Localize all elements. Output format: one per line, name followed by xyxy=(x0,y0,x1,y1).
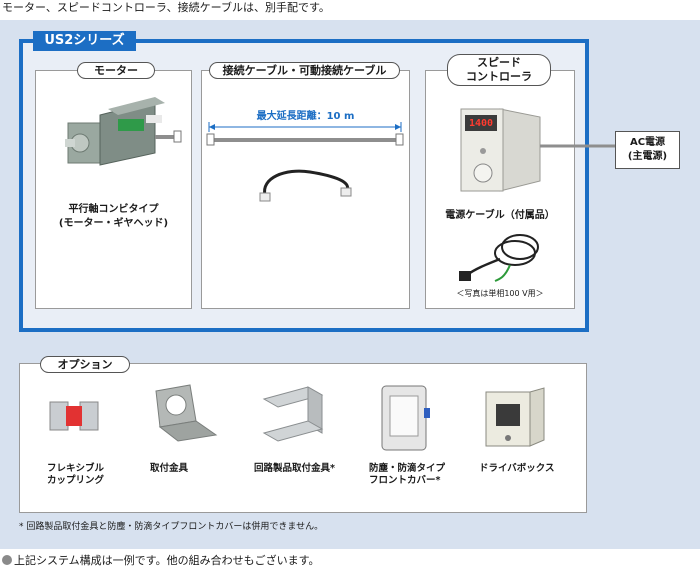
ac-power-line2: (主電源) xyxy=(627,151,668,162)
option-item-driver-box: ドライバボックス xyxy=(479,463,555,475)
controller-display: 1400 xyxy=(468,118,494,129)
option-item-coupling: フレキシブル カップリング xyxy=(47,463,104,487)
power-cable-caption: 電源ケーブル（付属品） xyxy=(445,210,555,221)
option-circuit-bracket-line1: 回路製品取付金具* xyxy=(254,463,335,474)
option-item-circuit-bracket: 回路製品取付金具* xyxy=(254,463,335,475)
controller-image xyxy=(460,108,541,192)
motor-caption-line2: (モーター・ギヤヘッド) xyxy=(58,218,169,229)
circuit-bracket-image xyxy=(262,386,324,442)
option-item-mounting-bracket: 取付金具 xyxy=(150,463,188,475)
controller-title: スピード コントローラ xyxy=(447,54,551,86)
option-front-cover-line2: フロントカバー* xyxy=(369,475,441,486)
option-coupling-line1: フレキシブル xyxy=(47,463,105,474)
series-tag: US2シリーズ xyxy=(33,31,136,51)
coupling-image xyxy=(49,401,99,431)
ac-power-wire xyxy=(540,144,616,148)
cable-image xyxy=(259,169,352,202)
option-front-cover-line1: 防塵・防滴タイプ xyxy=(369,463,446,474)
controller-title-line2: コントローラ xyxy=(466,70,532,83)
option-footnote: * 回路製品取付金具と防塵・防滴タイプフロントカバーは併用できません。 xyxy=(19,522,324,532)
ac-power-box: AC電源 (主電源) xyxy=(615,131,680,169)
mounting-bracket-image xyxy=(155,384,218,442)
option-driver-box-line1: ドライバボックス xyxy=(479,463,555,474)
footer-note: 上記システム構成は一例です。他の組み合わせもございます。 xyxy=(14,554,320,567)
option-mounting-bracket-line1: 取付金具 xyxy=(150,463,189,474)
distance-dimension xyxy=(206,122,404,146)
footer-note-row: 上記システム構成は一例です。他の組み合わせもございます。 xyxy=(0,549,700,577)
header-note: モーター、スピードコントローラ、接続ケーブルは、別手配です。 xyxy=(0,0,700,20)
cable-title: 接続ケーブル・可動接続ケーブル xyxy=(209,62,400,79)
ac-power-line1: AC電源 xyxy=(629,137,666,148)
cable-panel xyxy=(201,70,410,309)
motor-title: モーター xyxy=(77,62,155,79)
photo-note: ＜写真は単相100 V用＞ xyxy=(456,289,544,298)
option-item-front-cover: 防塵・防滴タイプ フロントカバー* xyxy=(369,463,445,487)
front-cover-image xyxy=(381,385,430,451)
bullet-icon xyxy=(2,555,12,565)
option-coupling-line2: カップリング xyxy=(47,475,105,486)
option-title: オプション xyxy=(40,356,130,373)
distance-label: 最大延長距離：10 m xyxy=(256,111,355,122)
driver-box-image xyxy=(485,387,545,447)
power-cable-image xyxy=(459,234,539,282)
controller-title-line1: スピード xyxy=(477,56,521,69)
motor-image xyxy=(65,97,182,166)
motor-caption-line1: 平行軸コンビタイプ xyxy=(68,204,159,215)
